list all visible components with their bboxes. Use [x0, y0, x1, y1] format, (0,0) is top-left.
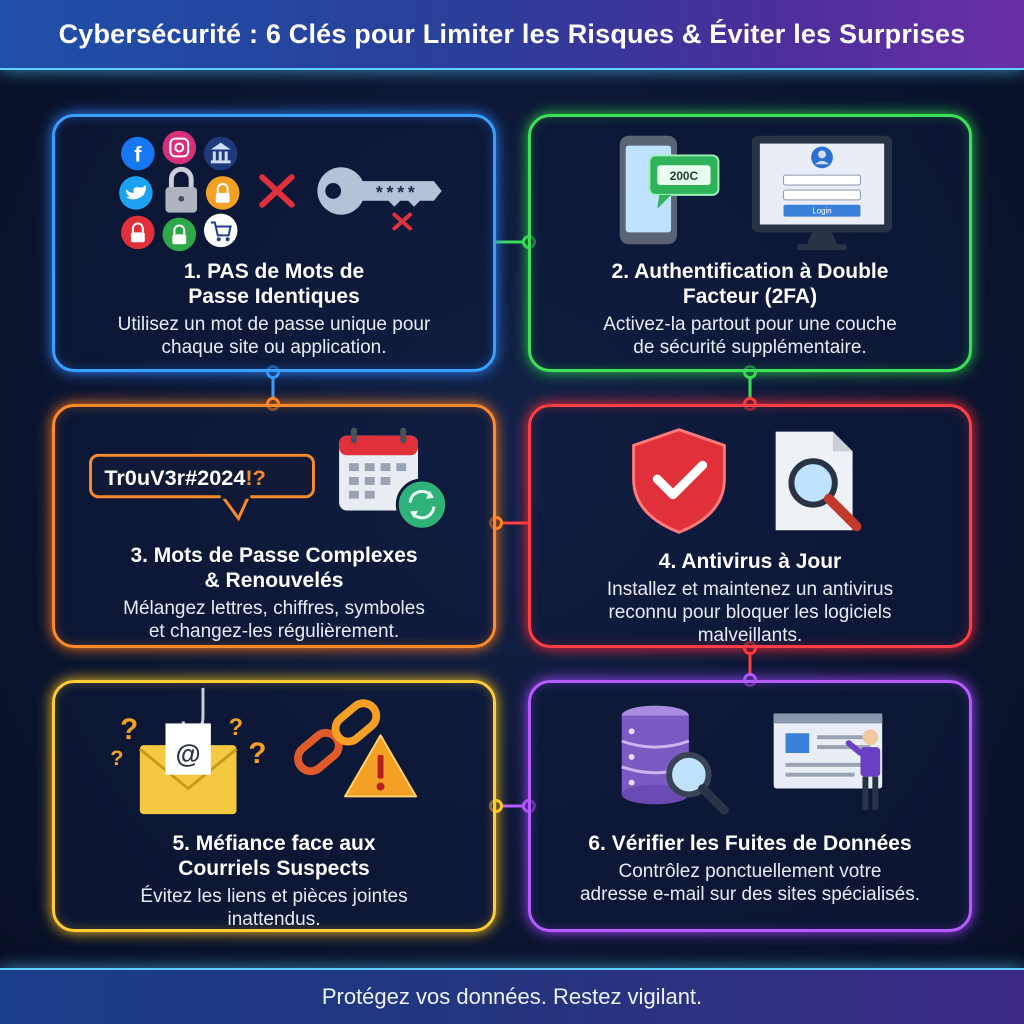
question-mark-icon: ? ? ? ? — [110, 713, 266, 770]
lock-orange-icon — [205, 176, 240, 210]
card-3-illustration: Tr0uV3r#2024!? — [89, 427, 449, 531]
login-button — [783, 204, 861, 217]
card-4-title: 4. Antivirus à Jour — [658, 550, 842, 573]
at-sign-icon: @ — [176, 741, 201, 769]
sms-bubble-icon — [648, 154, 720, 209]
username-field — [783, 174, 861, 186]
card-two-factor: 200C Login 2. Authentification à Double … — [528, 114, 972, 372]
card-5-desc-line1: Évitez les liens et pièces jointes — [140, 886, 408, 907]
card-4-desc-line1: Installez et maintenez un antivirus — [606, 579, 894, 600]
refresh-icon — [395, 478, 449, 531]
card-3-title-line1: 3. Mots de Passe Complexes — [130, 544, 418, 567]
card-antivirus: 4. Antivirus à Jour Installez et mainten… — [528, 404, 972, 648]
broken-link-icon — [294, 699, 381, 776]
magnifier-icon — [666, 752, 729, 815]
magnifier-icon — [788, 458, 862, 532]
card-2-title-line1: 2. Authentification à Double — [611, 260, 889, 283]
card-5-illustration: ? ? ? ? @ — [110, 687, 418, 815]
person-icon — [845, 729, 881, 811]
card-2-desc-line2: de sécurité supplémentaire. — [633, 337, 867, 358]
envelope-icon — [138, 723, 238, 815]
card-3-title-line2: & Renouvelés — [204, 569, 344, 592]
small-cross-icon — [392, 212, 413, 231]
svg-text:?: ? — [110, 745, 123, 770]
fishing-hook-icon — [181, 687, 205, 731]
svg-text:?: ? — [120, 713, 138, 746]
card-5-title-line2: Courriels Suspects — [178, 857, 370, 880]
card-4-illustration — [632, 428, 862, 534]
password-bubble-icon — [89, 453, 315, 522]
page-title: Cybersécurité : 6 Clés pour Limiter les … — [58, 18, 966, 49]
card-data-leaks: 6. Vérifier les Fuites de Données Contrô… — [528, 680, 972, 932]
svg-text:?: ? — [248, 737, 266, 770]
svg-text:?: ? — [229, 715, 243, 741]
key-mask-text: **** — [374, 185, 417, 205]
card-6-desc-line2: adresse e-mail sur des sites spécialisés… — [579, 884, 921, 905]
card-1-illustration: f **** — [119, 130, 442, 252]
card-6-desc-line1: Contrôlez ponctuellement votre — [618, 861, 882, 882]
card-3-desc-line2: et changez-les régulièrement. — [148, 621, 400, 642]
card-1-title-line1: 1. PAS de Mots de — [183, 260, 365, 283]
password-field — [783, 189, 861, 201]
password-symbols: !? — [245, 465, 265, 490]
card-unique-passwords: f **** 1. PAS de Mots de Passe Identique… — [52, 114, 496, 372]
password-sample: Tr0uV3r#2024 — [104, 465, 245, 490]
card-5-desc-line2: inattendus. — [227, 909, 321, 930]
key-icon — [317, 167, 442, 215]
card-1-desc-line2: chaque site ou application. — [161, 337, 387, 358]
card-4-desc-line2: reconnu pour bloquer les logiciels — [608, 602, 892, 623]
card-2-title-line2: Facteur (2FA) — [682, 285, 818, 308]
footer-banner: Protégez vos données. Restez vigilant. — [0, 968, 1024, 1024]
card-3-desc-line1: Mélangez lettres, chiffres, symboles — [123, 598, 425, 619]
header-banner: Cybersécurité : 6 Clés pour Limiter les … — [0, 0, 1024, 70]
twitter-icon — [119, 176, 153, 210]
instagram-icon — [162, 130, 197, 165]
footer-text: Protégez vos données. Restez vigilant. — [321, 984, 703, 1009]
shopping-cart-icon — [203, 213, 238, 248]
facebook-icon: f — [121, 136, 155, 171]
card-2-desc-line1: Activez-la partout pour une couche — [603, 314, 897, 335]
sms-code-text: 200C — [670, 169, 699, 183]
card-4-desc-line3: malveillants. — [697, 625, 803, 646]
login-button-label: Login — [812, 207, 831, 216]
lock-red-icon — [121, 215, 155, 250]
lock-green-icon — [162, 217, 197, 252]
card-6-title: 6. Vérifier les Fuites de Données — [588, 832, 912, 855]
card-1-title-line2: Passe Identiques — [188, 285, 360, 308]
browser-window-icon — [773, 713, 883, 789]
card-6-illustration — [621, 705, 883, 815]
bank-icon — [203, 136, 238, 171]
card-2-illustration: 200C Login — [619, 135, 893, 251]
card-1-desc-line1: Utilisez un mot de passe unique pour — [117, 314, 431, 335]
svg-text:f: f — [134, 141, 142, 166]
card-5-title-line1: 5. Méfiance face aux — [172, 832, 376, 855]
card-complex-passwords: Tr0uV3r#2024!? 3. Mots de Passe Complexe… — [52, 404, 496, 648]
warning-icon — [344, 734, 418, 798]
svg-text:Tr0uV3r#2024!?: Tr0uV3r#2024!? — [104, 465, 266, 490]
user-avatar-icon — [811, 146, 833, 169]
shield-check-icon — [632, 428, 726, 534]
padlock-icon — [165, 166, 198, 213]
card-suspicious-emails: ? ? ? ? @ 5. Méfiance face aux Courriels… — [52, 680, 496, 932]
cross-icon — [259, 174, 295, 208]
calendar-icon — [339, 427, 419, 511]
